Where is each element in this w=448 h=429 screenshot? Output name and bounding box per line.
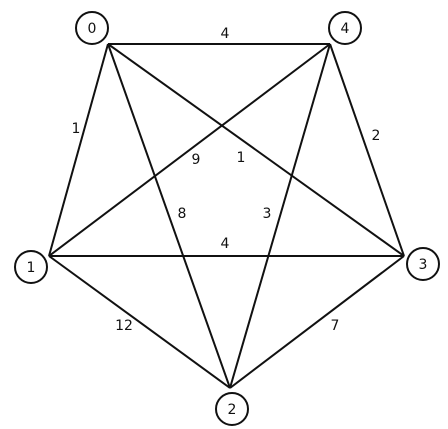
node-label: 0 <box>88 21 97 37</box>
weight-0-1: 1 <box>72 121 81 137</box>
edges <box>48 43 405 389</box>
node-2: 2 <box>215 392 249 426</box>
node-label: 4 <box>341 21 350 37</box>
node-label: 1 <box>27 260 36 276</box>
node-3: 3 <box>406 247 440 281</box>
weight-4-2: 3 <box>263 206 272 222</box>
edge-weights: 4 1 2 9 1 8 3 4 12 7 <box>72 26 381 334</box>
weight-1-2: 12 <box>115 318 133 334</box>
edge-0-2 <box>107 43 231 389</box>
weight-0-2: 8 <box>178 206 187 222</box>
edge-4-3 <box>329 43 405 257</box>
weight-1-4: 9 <box>192 152 201 168</box>
weight-3-2: 7 <box>331 318 340 334</box>
weight-0-3: 1 <box>237 150 246 166</box>
node-1: 1 <box>14 250 48 284</box>
edge-4-2 <box>229 43 331 389</box>
edge-0-1 <box>48 43 109 257</box>
weight-1-3: 4 <box>221 236 230 252</box>
edge-1-4 <box>48 43 331 257</box>
node-0: 0 <box>75 11 109 45</box>
edge-1-2 <box>48 255 231 389</box>
weight-4-3: 2 <box>372 128 381 144</box>
node-label: 3 <box>419 257 428 273</box>
edge-0-3 <box>107 43 405 257</box>
node-label: 2 <box>228 402 237 418</box>
node-4: 4 <box>328 11 362 45</box>
weight-0-4: 4 <box>221 26 230 42</box>
edge-3-2 <box>229 255 405 389</box>
